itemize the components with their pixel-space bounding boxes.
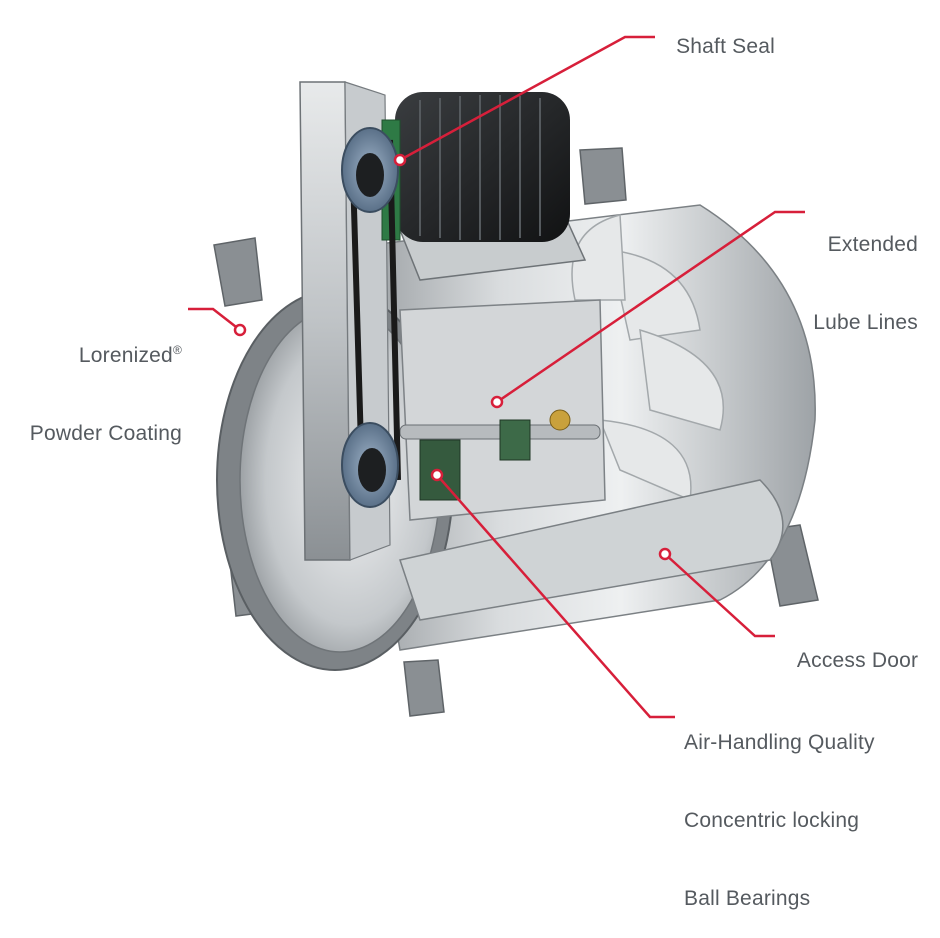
callout-extended-lube-lines: Extended Lube Lines	[790, 180, 918, 362]
callout-dots	[233, 153, 672, 561]
callout-powder-coating: Lorenized® Powder Coating	[10, 285, 182, 473]
upper-pulley	[341, 127, 399, 213]
label-line: Powder Coating	[29, 422, 182, 445]
callout-bearings: Air-Handling Quality Concentric locking …	[684, 678, 875, 938]
dot-bearings	[430, 468, 444, 482]
label-line: Access Door	[796, 649, 919, 672]
label-line: Air-Handling Quality	[684, 731, 875, 754]
leader-bearings	[436, 474, 675, 719]
dot-access-door	[658, 547, 672, 561]
lower-pulley	[341, 422, 399, 508]
callout-leaders	[188, 35, 805, 719]
dot-extended-lube-lines	[490, 395, 504, 409]
belt-guard	[299, 81, 351, 561]
access-door-panel	[399, 479, 784, 621]
leader-extended-lube-lines	[496, 210, 805, 404]
bearing-block-rear	[499, 419, 531, 461]
dot-powder-coating	[233, 323, 247, 337]
callout-access-door: Access Door	[786, 622, 918, 674]
label-line: Ball Bearings	[684, 887, 811, 910]
support-foot-left	[213, 147, 819, 717]
label-line: Shaft Seal	[676, 35, 775, 58]
dot-shaft-seal	[393, 153, 407, 167]
label-line: Lorenized®	[78, 343, 182, 367]
fan-cutaway-diagram	[188, 35, 819, 719]
leader-access-door	[664, 553, 775, 638]
motor	[381, 92, 570, 242]
leader-shaft-seal	[399, 35, 655, 162]
label-line: Lube Lines	[813, 311, 918, 334]
fan-cutaway-illustration	[213, 81, 819, 717]
leader-powder-coating	[188, 307, 241, 331]
label-line: Concentric locking	[684, 809, 860, 832]
lube-fitting	[549, 409, 571, 431]
label-line: Extended	[827, 233, 918, 256]
callout-shaft-seal: Shaft Seal	[664, 8, 775, 60]
